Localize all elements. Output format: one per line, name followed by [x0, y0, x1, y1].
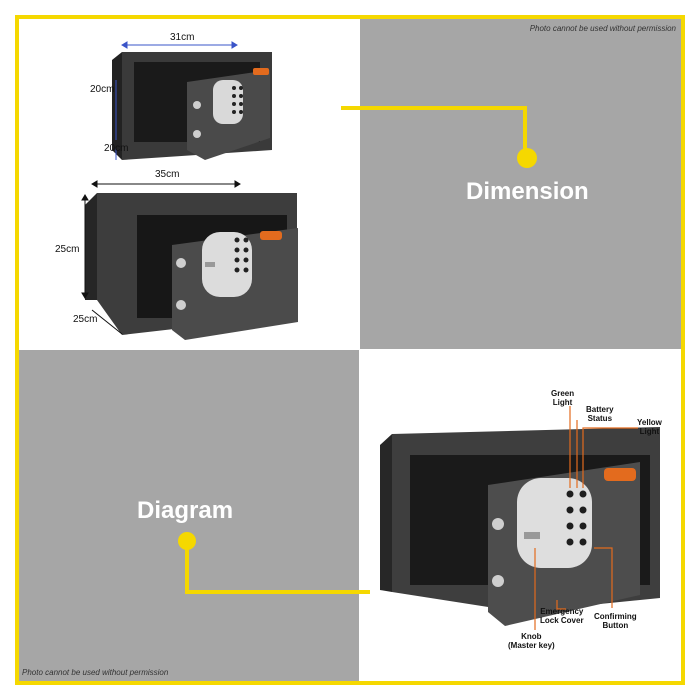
large-safe-image: [85, 193, 298, 340]
diagram-label: Diagram: [137, 497, 234, 524]
dimension-label: Dimension: [466, 178, 589, 205]
large-width-label: 35cm: [155, 169, 180, 180]
diagram-callout-lines: [534, 406, 638, 630]
diagram-safe-image: [380, 427, 660, 626]
small-safe-image: [112, 52, 272, 160]
large-safe-dimension-lines: [81, 180, 241, 335]
small-depth-label: 20cm: [104, 143, 129, 154]
dimension-title-panel: [360, 19, 681, 349]
small-width-label: 31cm: [170, 32, 195, 43]
large-depth-label: 25cm: [73, 314, 98, 325]
small-height-label: 20cm: [90, 84, 115, 95]
diagram-title-panel: [19, 350, 359, 681]
permission-notice-bottom: Photo cannot be used without permission: [22, 668, 169, 677]
diagram-connector: [178, 532, 370, 594]
callout-knob: Knob(Master key): [508, 632, 555, 650]
large-height-label: 25cm: [55, 244, 80, 255]
yellow-frame: [15, 15, 685, 685]
permission-notice-top: Photo cannot be used without permission: [529, 24, 676, 33]
dimension-connector: [341, 106, 537, 168]
small-safe-dimension-lines: [115, 41, 238, 160]
